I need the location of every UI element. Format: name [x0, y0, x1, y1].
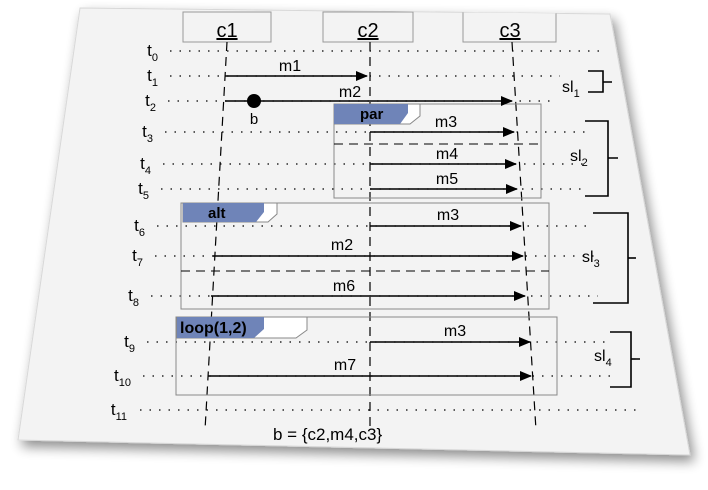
lifeline-label-c2: c2	[357, 20, 378, 42]
slice-bracket-sl4[interactable]: sl4	[594, 331, 640, 388]
time-label: t4	[140, 154, 151, 177]
time-label: t11	[111, 400, 127, 423]
lifeline-c1	[204, 41, 228, 431]
fragment-par[interactable]: par	[333, 103, 542, 199]
message-label-m4: m4	[436, 146, 458, 163]
message-label-m5: m5	[436, 171, 458, 188]
fragment-loop[interactable]: loop(1,2)	[175, 316, 558, 396]
fragment-label-alt: alt	[208, 205, 226, 222]
lifeline-header-c1[interactable]: c1	[182, 11, 272, 43]
message-label-m7: m7	[334, 357, 356, 374]
slice-label-sl2: sl2	[570, 148, 588, 169]
time-label: t3	[142, 122, 153, 145]
breakpoint-label: b	[250, 111, 258, 128]
messages: m1 m2 m3 m4 m5 m3 m2 m6 m3 m7	[208, 58, 532, 381]
lifeline-label-c1: c1	[216, 20, 237, 42]
lifeline-label-c3: c3	[499, 20, 520, 42]
fragment-label-loop: loop(1,2)	[180, 320, 247, 337]
time-label: t2	[145, 91, 156, 114]
slice-label-sl4: sl4	[594, 348, 612, 369]
time-label: t5	[138, 179, 149, 202]
time-label: t9	[124, 332, 135, 355]
slice-bracket-sl1[interactable]: sl1	[562, 70, 612, 100]
message-label-m3-loop: m3	[444, 323, 466, 340]
slice-label-sl1: sl1	[562, 79, 580, 100]
breakpoint-dot[interactable]	[247, 94, 261, 108]
lifeline-header-c3[interactable]: c3	[462, 11, 557, 43]
breakpoint-caption: b = {c2,m4,c3}	[273, 425, 382, 444]
time-label: t0	[147, 41, 158, 64]
message-label-m2-alt: m2	[331, 237, 353, 254]
message-label-m6: m6	[333, 278, 355, 295]
fragment-alt[interactable]: alt	[180, 202, 550, 310]
slice-label-sl3: sl3	[582, 249, 600, 270]
lifeline-header-c2[interactable]: c2	[322, 11, 414, 43]
message-label-m3-par: m3	[435, 114, 457, 131]
time-label: t6	[134, 216, 145, 239]
slice-bracket-sl2[interactable]: sl2	[570, 120, 618, 197]
lifeline-c3	[511, 41, 537, 431]
time-label: t8	[128, 286, 139, 309]
message-label-m3-alt: m3	[437, 207, 459, 224]
message-label-m1: m1	[279, 58, 301, 75]
slice-bracket-sl3[interactable]: sl3	[582, 212, 636, 304]
time-label: t10	[114, 366, 131, 389]
time-label: t7	[132, 246, 143, 269]
message-label-m2: m2	[339, 84, 361, 101]
fragment-label-par: par	[360, 106, 384, 123]
time-label: t1	[147, 66, 158, 89]
